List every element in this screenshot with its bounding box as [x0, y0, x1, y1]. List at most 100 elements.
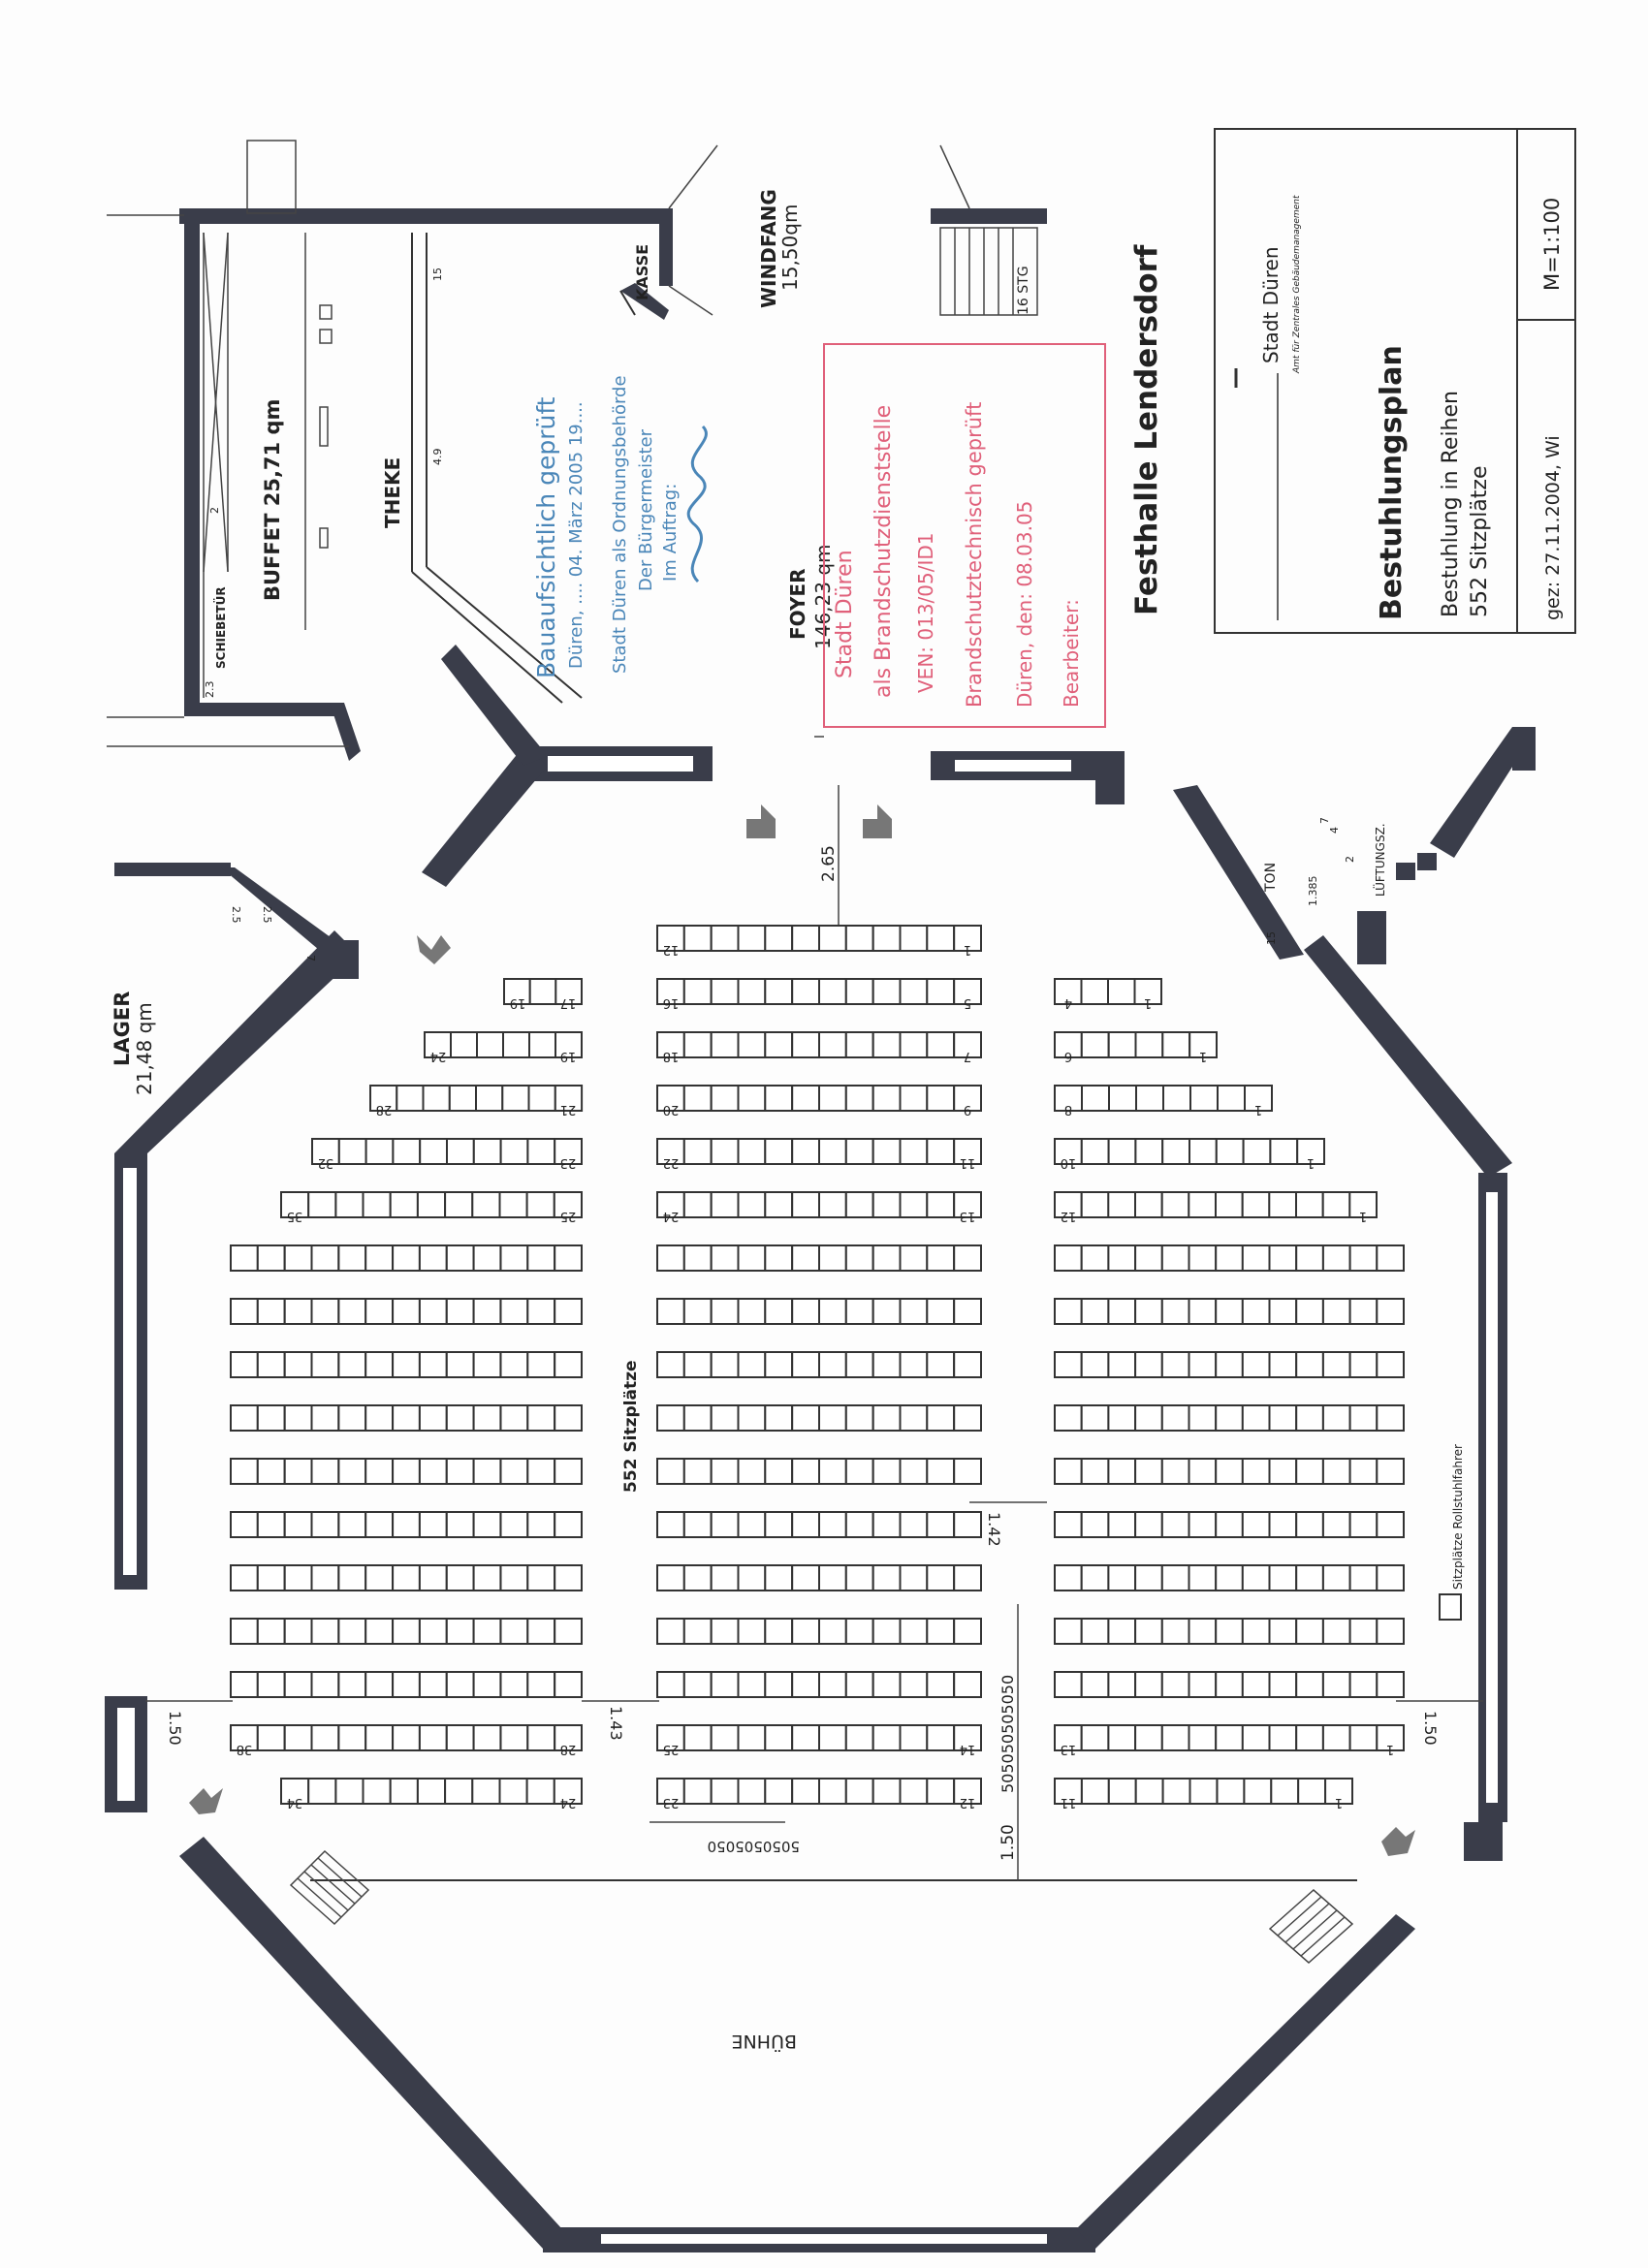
seat[interactable]	[1376, 1351, 1406, 1378]
seat[interactable]	[656, 1671, 685, 1698]
seat[interactable]	[1296, 1138, 1325, 1165]
seat[interactable]	[445, 1298, 475, 1325]
seat[interactable]	[1160, 1404, 1190, 1432]
seat[interactable]	[844, 925, 874, 952]
seat[interactable]	[230, 1458, 259, 1485]
seat[interactable]	[364, 1138, 395, 1165]
seat[interactable]	[392, 1618, 421, 1645]
seat[interactable]	[364, 1511, 395, 1538]
seat[interactable]	[1080, 1671, 1110, 1698]
seat[interactable]	[844, 1404, 874, 1432]
seat[interactable]	[953, 1458, 983, 1485]
seat[interactable]	[818, 978, 847, 1005]
seat[interactable]	[818, 925, 847, 952]
seat[interactable]	[737, 1298, 767, 1325]
seat[interactable]	[310, 1724, 340, 1751]
seat[interactable]	[656, 1351, 685, 1378]
seat[interactable]	[1376, 1404, 1406, 1432]
seat[interactable]	[926, 1244, 956, 1272]
seat[interactable]	[499, 1404, 529, 1432]
seat[interactable]	[364, 1244, 395, 1272]
seat[interactable]	[764, 1511, 794, 1538]
seat[interactable]	[337, 1458, 367, 1485]
seat[interactable]	[872, 1351, 902, 1378]
seat[interactable]	[1241, 1564, 1271, 1591]
seat[interactable]	[1107, 1298, 1137, 1325]
seat[interactable]	[953, 1618, 983, 1645]
seat[interactable]	[926, 1085, 956, 1112]
seat[interactable]	[1107, 1404, 1137, 1432]
seat[interactable]	[656, 1511, 685, 1538]
seat[interactable]	[872, 1191, 902, 1218]
seat[interactable]	[1348, 1351, 1379, 1378]
seat[interactable]	[953, 1564, 983, 1591]
seat[interactable]	[1188, 1351, 1218, 1378]
seat[interactable]	[844, 1191, 874, 1218]
seat[interactable]	[710, 1458, 740, 1485]
seat[interactable]	[737, 1138, 767, 1165]
seat[interactable]	[256, 1511, 286, 1538]
seat[interactable]	[337, 1724, 367, 1751]
seat[interactable]	[1242, 1138, 1272, 1165]
seat[interactable]	[953, 978, 983, 1005]
seat[interactable]	[1135, 1085, 1164, 1112]
seat[interactable]	[362, 1191, 392, 1218]
seat[interactable]	[1321, 1404, 1351, 1432]
seat[interactable]	[362, 1778, 392, 1805]
seat[interactable]	[818, 1298, 847, 1325]
seat[interactable]	[526, 1244, 556, 1272]
seat[interactable]	[682, 925, 713, 952]
seat[interactable]	[283, 1351, 313, 1378]
seat[interactable]	[1376, 1618, 1406, 1645]
seat[interactable]	[737, 978, 767, 1005]
seat[interactable]	[1376, 1724, 1406, 1751]
seat[interactable]	[418, 1404, 448, 1432]
seat[interactable]	[844, 1778, 874, 1805]
seat[interactable]	[1134, 1138, 1164, 1165]
seat[interactable]	[764, 978, 794, 1005]
seat[interactable]	[499, 1671, 529, 1698]
seat[interactable]	[1241, 1191, 1271, 1218]
seat[interactable]	[1321, 1191, 1351, 1218]
seat[interactable]	[764, 1351, 794, 1378]
seat[interactable]	[1215, 1511, 1244, 1538]
seat[interactable]	[764, 1138, 794, 1165]
seat[interactable]	[1080, 1191, 1110, 1218]
seat[interactable]	[899, 925, 929, 952]
seat[interactable]	[899, 1244, 929, 1272]
seat[interactable]	[710, 1191, 740, 1218]
seat[interactable]	[1268, 1511, 1298, 1538]
seat[interactable]	[499, 1351, 529, 1378]
seat[interactable]	[553, 1191, 583, 1218]
seat[interactable]	[1376, 1244, 1406, 1272]
seat[interactable]	[498, 1191, 528, 1218]
seat[interactable]	[526, 1511, 556, 1538]
seat[interactable]	[899, 1404, 929, 1432]
seat[interactable]	[764, 1564, 794, 1591]
seat[interactable]	[710, 1671, 740, 1698]
seat[interactable]	[737, 1618, 767, 1645]
seat[interactable]	[1054, 1191, 1083, 1218]
seat[interactable]	[256, 1618, 286, 1645]
seat[interactable]	[818, 1778, 847, 1805]
seat[interactable]	[1134, 1031, 1164, 1058]
seat[interactable]	[791, 1031, 821, 1058]
seat[interactable]	[710, 925, 740, 952]
seat[interactable]	[926, 1724, 956, 1751]
seat[interactable]	[1243, 1778, 1273, 1805]
seat[interactable]	[337, 1564, 367, 1591]
seat[interactable]	[1107, 1031, 1137, 1058]
seat[interactable]	[528, 1031, 556, 1058]
seat[interactable]	[1241, 1511, 1271, 1538]
seat[interactable]	[1188, 1724, 1218, 1751]
seat[interactable]	[872, 1724, 902, 1751]
seat[interactable]	[1080, 1298, 1110, 1325]
seat[interactable]	[472, 1138, 502, 1165]
seat[interactable]	[899, 1724, 929, 1751]
seat[interactable]	[526, 1138, 556, 1165]
seat[interactable]	[1188, 1671, 1218, 1698]
seat[interactable]	[844, 1724, 874, 1751]
seat[interactable]	[392, 1138, 422, 1165]
seat[interactable]	[844, 1244, 874, 1272]
seat[interactable]	[844, 978, 874, 1005]
